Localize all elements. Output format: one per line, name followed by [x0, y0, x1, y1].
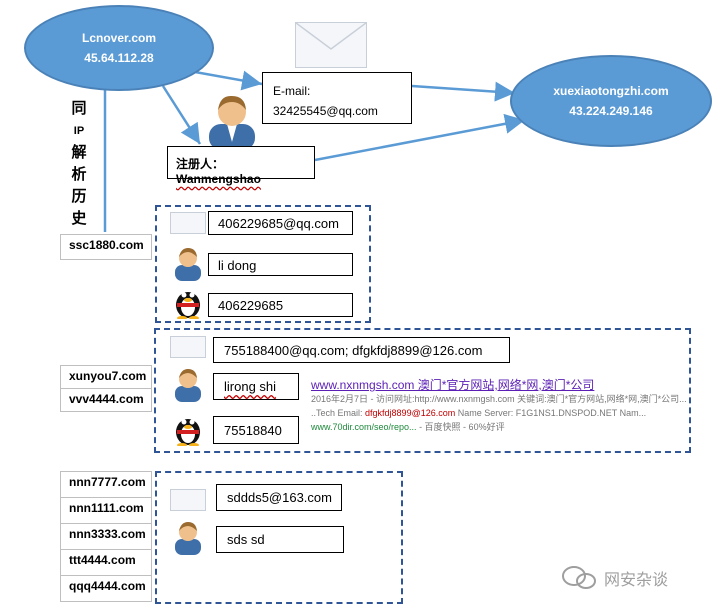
history-title-char: 历	[71, 188, 87, 205]
group3-name: sds sd	[216, 526, 344, 553]
watermark: 网安杂谈	[560, 565, 668, 591]
group3-domain: qqq4444.com	[60, 575, 152, 602]
person-icon	[205, 90, 259, 155]
envelope-icon	[170, 212, 206, 234]
group2-container	[154, 328, 691, 453]
watermark-text: 网安杂谈	[604, 572, 669, 589]
search-result-url-line: www.70dir.com/seo/repo... - 百度快照 - 60%好评	[311, 420, 686, 434]
email-box: E-mail: 32425545@qq.com	[262, 72, 412, 124]
qq-penguin-icon	[173, 412, 203, 451]
history-title-char: 析	[71, 166, 87, 183]
search-result-snapshot[interactable]: - 百度快照 - 60%好评	[416, 422, 505, 432]
history-title-char: 史	[71, 210, 87, 227]
search-result-line2-prefix: ..Tech Email:	[311, 408, 366, 418]
history-title: 同 IP 解 析 历 史	[64, 98, 94, 230]
arrow-source-to-registrant	[161, 85, 202, 145]
search-result-snippet: www.nxnmgsh.com 澳门*官方网站,网络*网,澳门*公司 2016年…	[311, 378, 686, 434]
group3-email: sddds5@163.com	[216, 484, 342, 511]
arrow-registrant-to-target	[314, 113, 526, 162]
arrow-source-to-email	[194, 70, 263, 91]
group2-domain: xunyou7.com	[60, 365, 152, 389]
envelope-icon	[170, 489, 206, 511]
group1-name: li dong	[208, 253, 353, 276]
email-value: 32425545@qq.com	[273, 104, 378, 118]
group2-domain-list: xunyou7.com vvv4444.com	[60, 365, 152, 412]
target-domain: xuexiaotongzhi.com	[553, 84, 669, 98]
registrant-value: Wanmengshao	[176, 172, 261, 186]
history-title-char: IP	[73, 125, 85, 137]
group1-domain: ssc1880.com	[60, 234, 152, 260]
group1-container	[155, 205, 371, 323]
registrant-box: 注册人：Wanmengshao	[167, 146, 315, 186]
search-result-line2-suffix: Name Server: F1G1NS1.DNSPOD.NET Nam...	[455, 408, 647, 418]
search-result-url[interactable]: www.70dir.com/seo/repo...	[311, 422, 417, 432]
group3-domain: nnn7777.com	[60, 471, 152, 498]
envelope-icon	[295, 22, 367, 68]
search-result-line2: ..Tech Email: dfgkfdj8899@126.com Name S…	[311, 406, 686, 420]
arrow-email-to-target	[411, 81, 516, 102]
search-result-line1: 2016年2月7日 - 访问网址:http://www.nxnmgsh.com …	[311, 394, 686, 404]
email-label: E-mail:	[273, 84, 311, 98]
group3-domain: nnn3333.com	[60, 523, 152, 550]
search-result-title[interactable]: www.nxnmgsh.com 澳门*官方网站,网络*网,澳门*公司	[311, 378, 595, 392]
qq-penguin-icon	[173, 285, 203, 324]
search-result-line2-email: dfgkfdj8899@126.com	[365, 408, 456, 418]
target-domain-node: xuexiaotongzhi.com 43.224.249.146	[510, 55, 712, 147]
target-ip: 43.224.249.146	[569, 104, 653, 118]
wechat-icon	[562, 566, 596, 589]
source-domain: Lcnover.com	[81, 31, 157, 45]
history-title-char: 解	[71, 144, 87, 161]
registrant-label: 注册人：	[176, 157, 225, 171]
person-icon	[172, 519, 204, 560]
history-title-char: 同	[71, 100, 87, 117]
group3-domain-list: nnn7777.com nnn1111.com nnn3333.com ttt4…	[60, 471, 152, 602]
person-icon	[172, 366, 204, 407]
source-ip: 45.64.112.28	[84, 51, 154, 65]
group2-domain: vvv4444.com	[60, 388, 152, 412]
group2-qq: 75518840	[213, 416, 299, 444]
group3-domain: ttt4444.com	[60, 549, 152, 576]
group3-domain: nnn1111.com	[60, 497, 152, 524]
group1-qq: 406229685	[208, 293, 353, 317]
person-icon	[172, 245, 204, 286]
group2-name: lirong shi	[213, 373, 299, 400]
group2-name-text: lirong shi	[224, 379, 277, 394]
source-domain-node: Lcnover.com 45.64.112.28	[24, 5, 214, 91]
envelope-icon	[170, 336, 206, 358]
group1-email: 406229685@qq.com	[208, 211, 353, 235]
group3-container	[155, 471, 403, 604]
group2-email: 755188400@qq.com; dfgkfdj8899@126.com	[213, 337, 510, 363]
